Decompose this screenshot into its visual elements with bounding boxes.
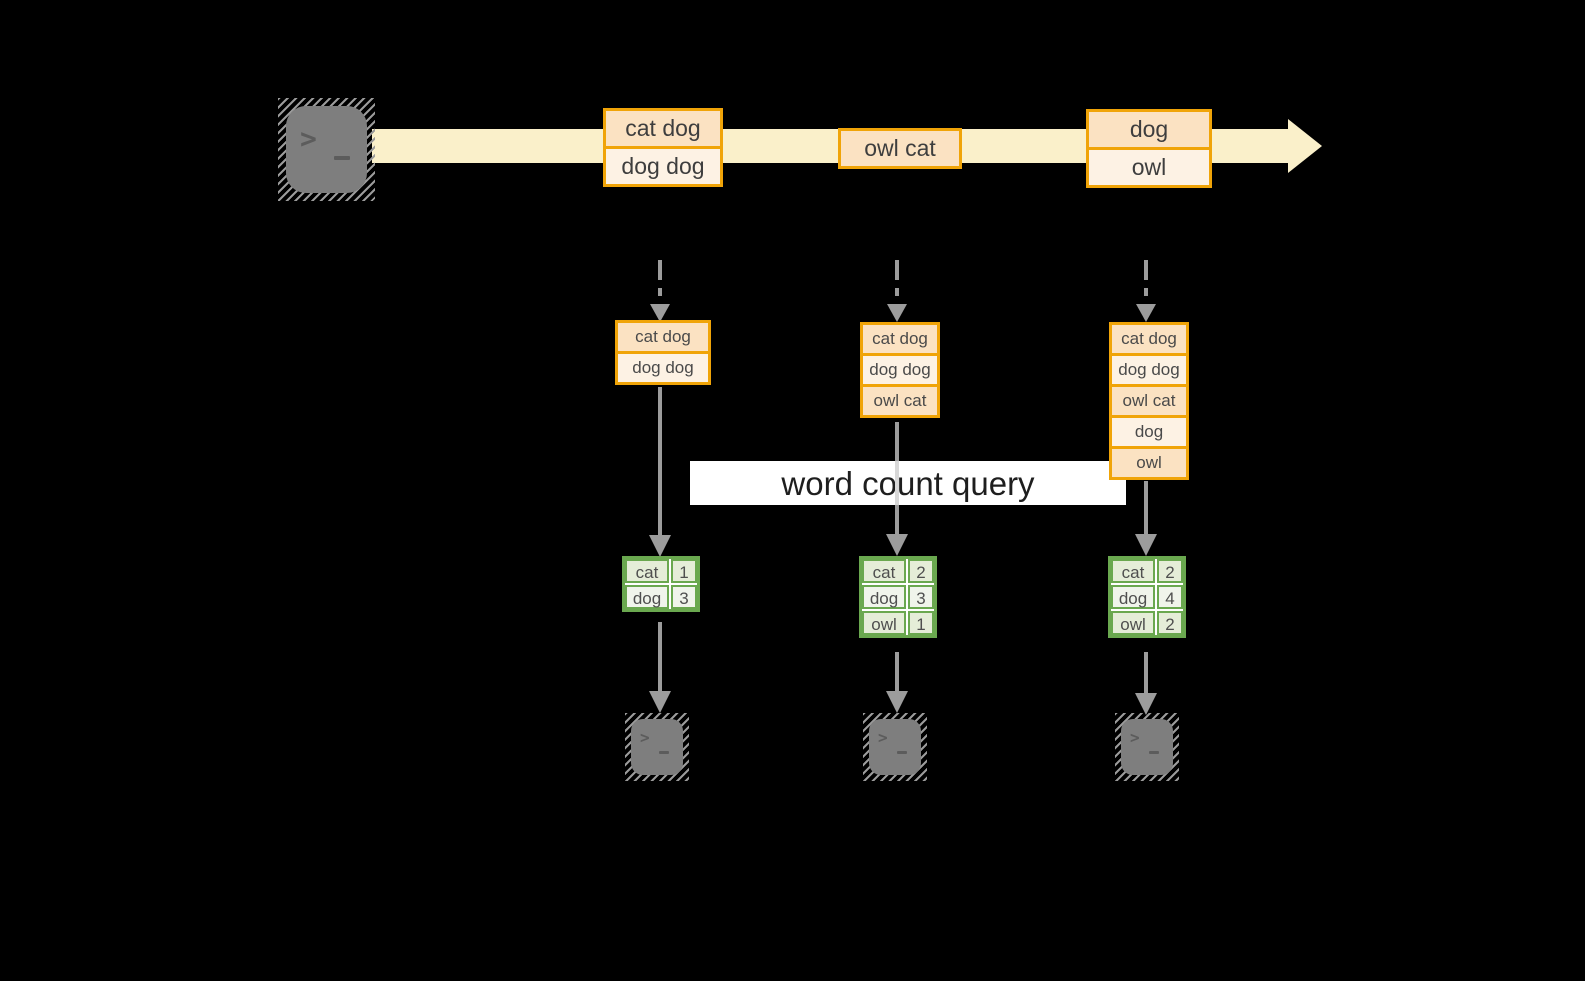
- word-count-table: cat 1 dog 3: [622, 556, 700, 612]
- event-row: owl cat: [841, 131, 959, 166]
- terminal-icon: >: [278, 98, 375, 201]
- prompt-chevron-icon: >: [1130, 728, 1140, 747]
- terminal-screen: >: [631, 719, 683, 775]
- prompt-chevron-icon: >: [878, 728, 888, 747]
- event-row: dog dog: [606, 146, 720, 184]
- terminal-screen: >: [286, 106, 367, 193]
- micro-batch-stack: cat dog dog dog: [615, 320, 711, 385]
- arrow-through-label: [895, 461, 899, 505]
- event-row: dog: [1089, 112, 1209, 147]
- stream-event-box: dog owl: [1086, 109, 1212, 188]
- batch-row: cat dog: [618, 323, 708, 351]
- batch-row: dog: [1112, 415, 1186, 446]
- table-cell-word: owl: [1111, 611, 1155, 635]
- table-cell-count: 1: [671, 559, 697, 583]
- batch-row: cat dog: [863, 325, 937, 353]
- table-cell-count: 2: [908, 559, 934, 583]
- terminal-screen: >: [869, 719, 921, 775]
- stream-event-box: owl cat: [838, 128, 962, 169]
- table-cell-word: dog: [1111, 585, 1155, 609]
- table-cell-word: dog: [625, 585, 669, 609]
- word-count-table: cat 2 dog 4 owl 2: [1108, 556, 1186, 638]
- table-cell-count: 4: [1157, 585, 1183, 609]
- micro-batch-stack: cat dog dog dog owl cat dog owl: [1109, 322, 1189, 480]
- table-cell-word: cat: [1111, 559, 1155, 583]
- batch-row: dog dog: [1112, 353, 1186, 384]
- prompt-underscore-icon: [334, 156, 350, 160]
- table-cell-count: 3: [908, 585, 934, 609]
- stream-event-box: cat dog dog dog: [603, 108, 723, 187]
- stream-timeline-arrowhead-icon: [1288, 119, 1322, 173]
- table-cell-word: owl: [862, 611, 906, 635]
- batch-row: owl: [1112, 446, 1186, 477]
- event-row: cat dog: [606, 111, 720, 146]
- prompt-chevron-icon: >: [640, 728, 650, 747]
- table-cell-count: 1: [908, 611, 934, 635]
- terminal-icon: >: [625, 713, 689, 781]
- table-cell-count: 2: [1157, 611, 1183, 635]
- event-row: owl: [1089, 147, 1209, 185]
- prompt-underscore-icon: [1149, 751, 1159, 754]
- terminal-screen: >: [1121, 719, 1173, 775]
- prompt-underscore-icon: [659, 751, 669, 754]
- micro-batch-stack: cat dog dog dog owl cat: [860, 322, 940, 418]
- terminal-icon: >: [863, 713, 927, 781]
- batch-row: dog dog: [863, 353, 937, 384]
- prompt-chevron-icon: >: [300, 122, 317, 155]
- terminal-icon: >: [1115, 713, 1179, 781]
- prompt-underscore-icon: [897, 751, 907, 754]
- table-cell-count: 2: [1157, 559, 1183, 583]
- table-cell-word: cat: [625, 559, 669, 583]
- batch-row: cat dog: [1112, 325, 1186, 353]
- table-cell-count: 3: [671, 585, 697, 609]
- batch-row: owl cat: [1112, 384, 1186, 415]
- batch-row: owl cat: [863, 384, 937, 415]
- table-cell-word: cat: [862, 559, 906, 583]
- batch-row: dog dog: [618, 351, 708, 382]
- query-label-box: word count query: [690, 461, 1126, 505]
- word-count-table: cat 2 dog 3 owl 1: [859, 556, 937, 638]
- table-cell-word: dog: [862, 585, 906, 609]
